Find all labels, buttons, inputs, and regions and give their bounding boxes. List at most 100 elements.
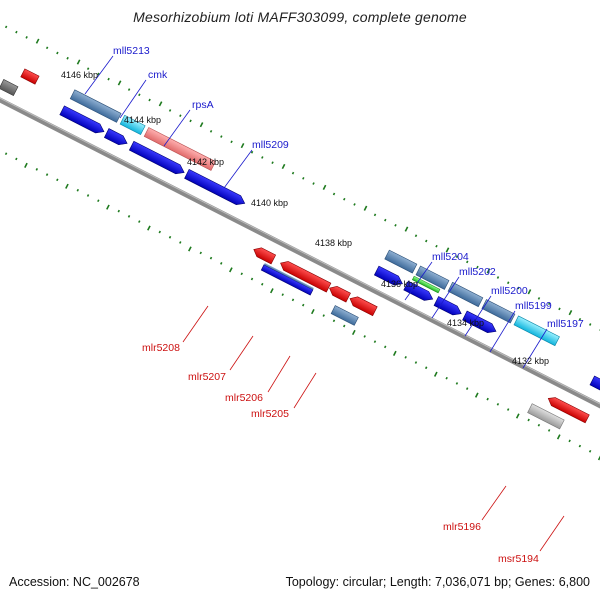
tick-mark	[168, 235, 172, 239]
tick-mark	[310, 308, 315, 315]
gene-mll5199[interactable]	[481, 299, 516, 324]
gene-label-forward[interactable]: rpsA	[192, 99, 214, 111]
leader-line	[182, 305, 209, 343]
gene-label-forward[interactable]: mll5202	[459, 266, 496, 278]
gene-gray-rev[interactable]	[527, 403, 565, 430]
gene-cmk[interactable]	[119, 114, 146, 136]
leader-line	[431, 276, 460, 319]
kbp-label: 4132 kbp	[512, 356, 549, 366]
gene-blue-6[interactable]	[403, 280, 435, 304]
gene-rpsA[interactable]	[143, 127, 216, 171]
gene-label-reverse[interactable]: mlr5196	[443, 521, 481, 533]
tick-mark	[537, 297, 541, 300]
leader-line	[267, 355, 291, 393]
gene-label-forward[interactable]: mll5197	[547, 318, 584, 330]
gene-mll5204[interactable]	[384, 249, 418, 274]
gene-mll5197[interactable]	[513, 315, 560, 347]
gene-blue-2[interactable]	[103, 128, 129, 148]
gene-mll5213[interactable]	[69, 89, 122, 123]
tick-mark	[97, 199, 100, 203]
leader-line	[464, 295, 492, 337]
tick-mark	[322, 184, 327, 190]
gene-mlr5205[interactable]	[330, 305, 359, 326]
tick-mark	[496, 276, 500, 279]
tick-mark	[474, 392, 479, 398]
tick-mark	[86, 194, 90, 197]
gene-label-forward[interactable]: mll5209	[252, 139, 289, 151]
tick-mark	[158, 101, 163, 107]
leader-line	[522, 328, 548, 369]
gene-label-reverse[interactable]: mlr5206	[225, 392, 263, 404]
leader-line	[163, 109, 191, 147]
gene-mlr5196[interactable]	[546, 395, 590, 424]
tick-mark	[496, 402, 500, 406]
tick-mark	[435, 244, 438, 248]
gene-label-reverse[interactable]: mlr5205	[251, 408, 289, 420]
tick-mark	[168, 109, 172, 112]
tick-mark	[107, 77, 110, 81]
gene-blue-9[interactable]	[589, 375, 600, 402]
tick-mark	[351, 329, 356, 336]
gene-mlr5207[interactable]	[278, 259, 332, 293]
tick-mark	[127, 88, 131, 91]
tick-mark	[24, 162, 28, 168]
tick-mark	[117, 209, 121, 213]
tick-mark	[486, 397, 489, 401]
tick-mark	[373, 340, 377, 344]
gene-mll5202[interactable]	[415, 265, 450, 290]
tick-mark	[507, 281, 510, 285]
gene-red-mid[interactable]	[348, 294, 378, 317]
tick-mark	[281, 293, 284, 297]
kbp-label: 4146 kbp	[61, 70, 98, 80]
gene-blue-8[interactable]	[462, 310, 499, 336]
tick-mark	[394, 223, 397, 227]
gene-red-small[interactable]	[327, 284, 351, 303]
tick-mark	[556, 434, 561, 440]
tick-mark	[404, 355, 407, 359]
kbp-label: 4142 kbp	[187, 157, 224, 167]
tick-mark	[568, 439, 571, 443]
gene-label-forward[interactable]: mll5199	[515, 300, 552, 312]
forward-gene-labels: mll5213 cmk rpsA mll5209 mll5204 mll5202 mll52…	[113, 45, 584, 330]
tick-mark	[15, 30, 18, 34]
gene-label-forward[interactable]: cmk	[148, 69, 168, 81]
tick-mark	[240, 272, 243, 276]
tick-mark	[56, 51, 59, 55]
tick-mark	[558, 307, 561, 311]
gene-label-reverse[interactable]: mlr5208	[142, 342, 180, 354]
gene-label-reverse[interactable]: mlr5207	[188, 371, 226, 383]
tick-mark	[4, 152, 8, 156]
gene-dgray-left[interactable]	[0, 79, 19, 97]
tick-mark	[506, 408, 510, 411]
tick-mark	[4, 25, 8, 29]
gene-blue-1[interactable]	[59, 105, 106, 136]
gene-blue-4[interactable]	[184, 169, 247, 207]
tick-mark	[15, 157, 18, 161]
gene-red-left[interactable]	[20, 68, 40, 85]
tick-mark	[425, 239, 428, 243]
gene-blue-3[interactable]	[128, 140, 186, 177]
tick-mark	[189, 119, 192, 123]
gene-mlr5208[interactable]	[252, 245, 277, 265]
gene-blue-5[interactable]	[373, 265, 404, 288]
gene-label-reverse[interactable]: msr5194	[498, 553, 539, 565]
tick-mark	[588, 323, 592, 326]
gene-blue-7[interactable]	[433, 296, 463, 319]
tick-mark	[476, 265, 479, 269]
gene-mlr5206[interactable]	[260, 264, 314, 296]
tick-mark	[392, 350, 397, 356]
tick-mark	[45, 173, 49, 176]
tick-mark	[209, 256, 213, 260]
gene-label-forward[interactable]: mll5204	[432, 251, 469, 263]
gene-label-forward[interactable]: mll5200	[491, 285, 528, 297]
map-title: Mesorhizobium loti MAFF303099, complete …	[133, 9, 467, 25]
leader-line	[481, 485, 507, 521]
tick-mark	[261, 282, 264, 286]
tick-mark	[179, 114, 182, 118]
gene-label-forward[interactable]: mll5213	[113, 45, 150, 57]
tick-mark	[97, 72, 100, 76]
label-leaders	[84, 55, 565, 552]
gene-mll5200[interactable]	[447, 281, 484, 308]
